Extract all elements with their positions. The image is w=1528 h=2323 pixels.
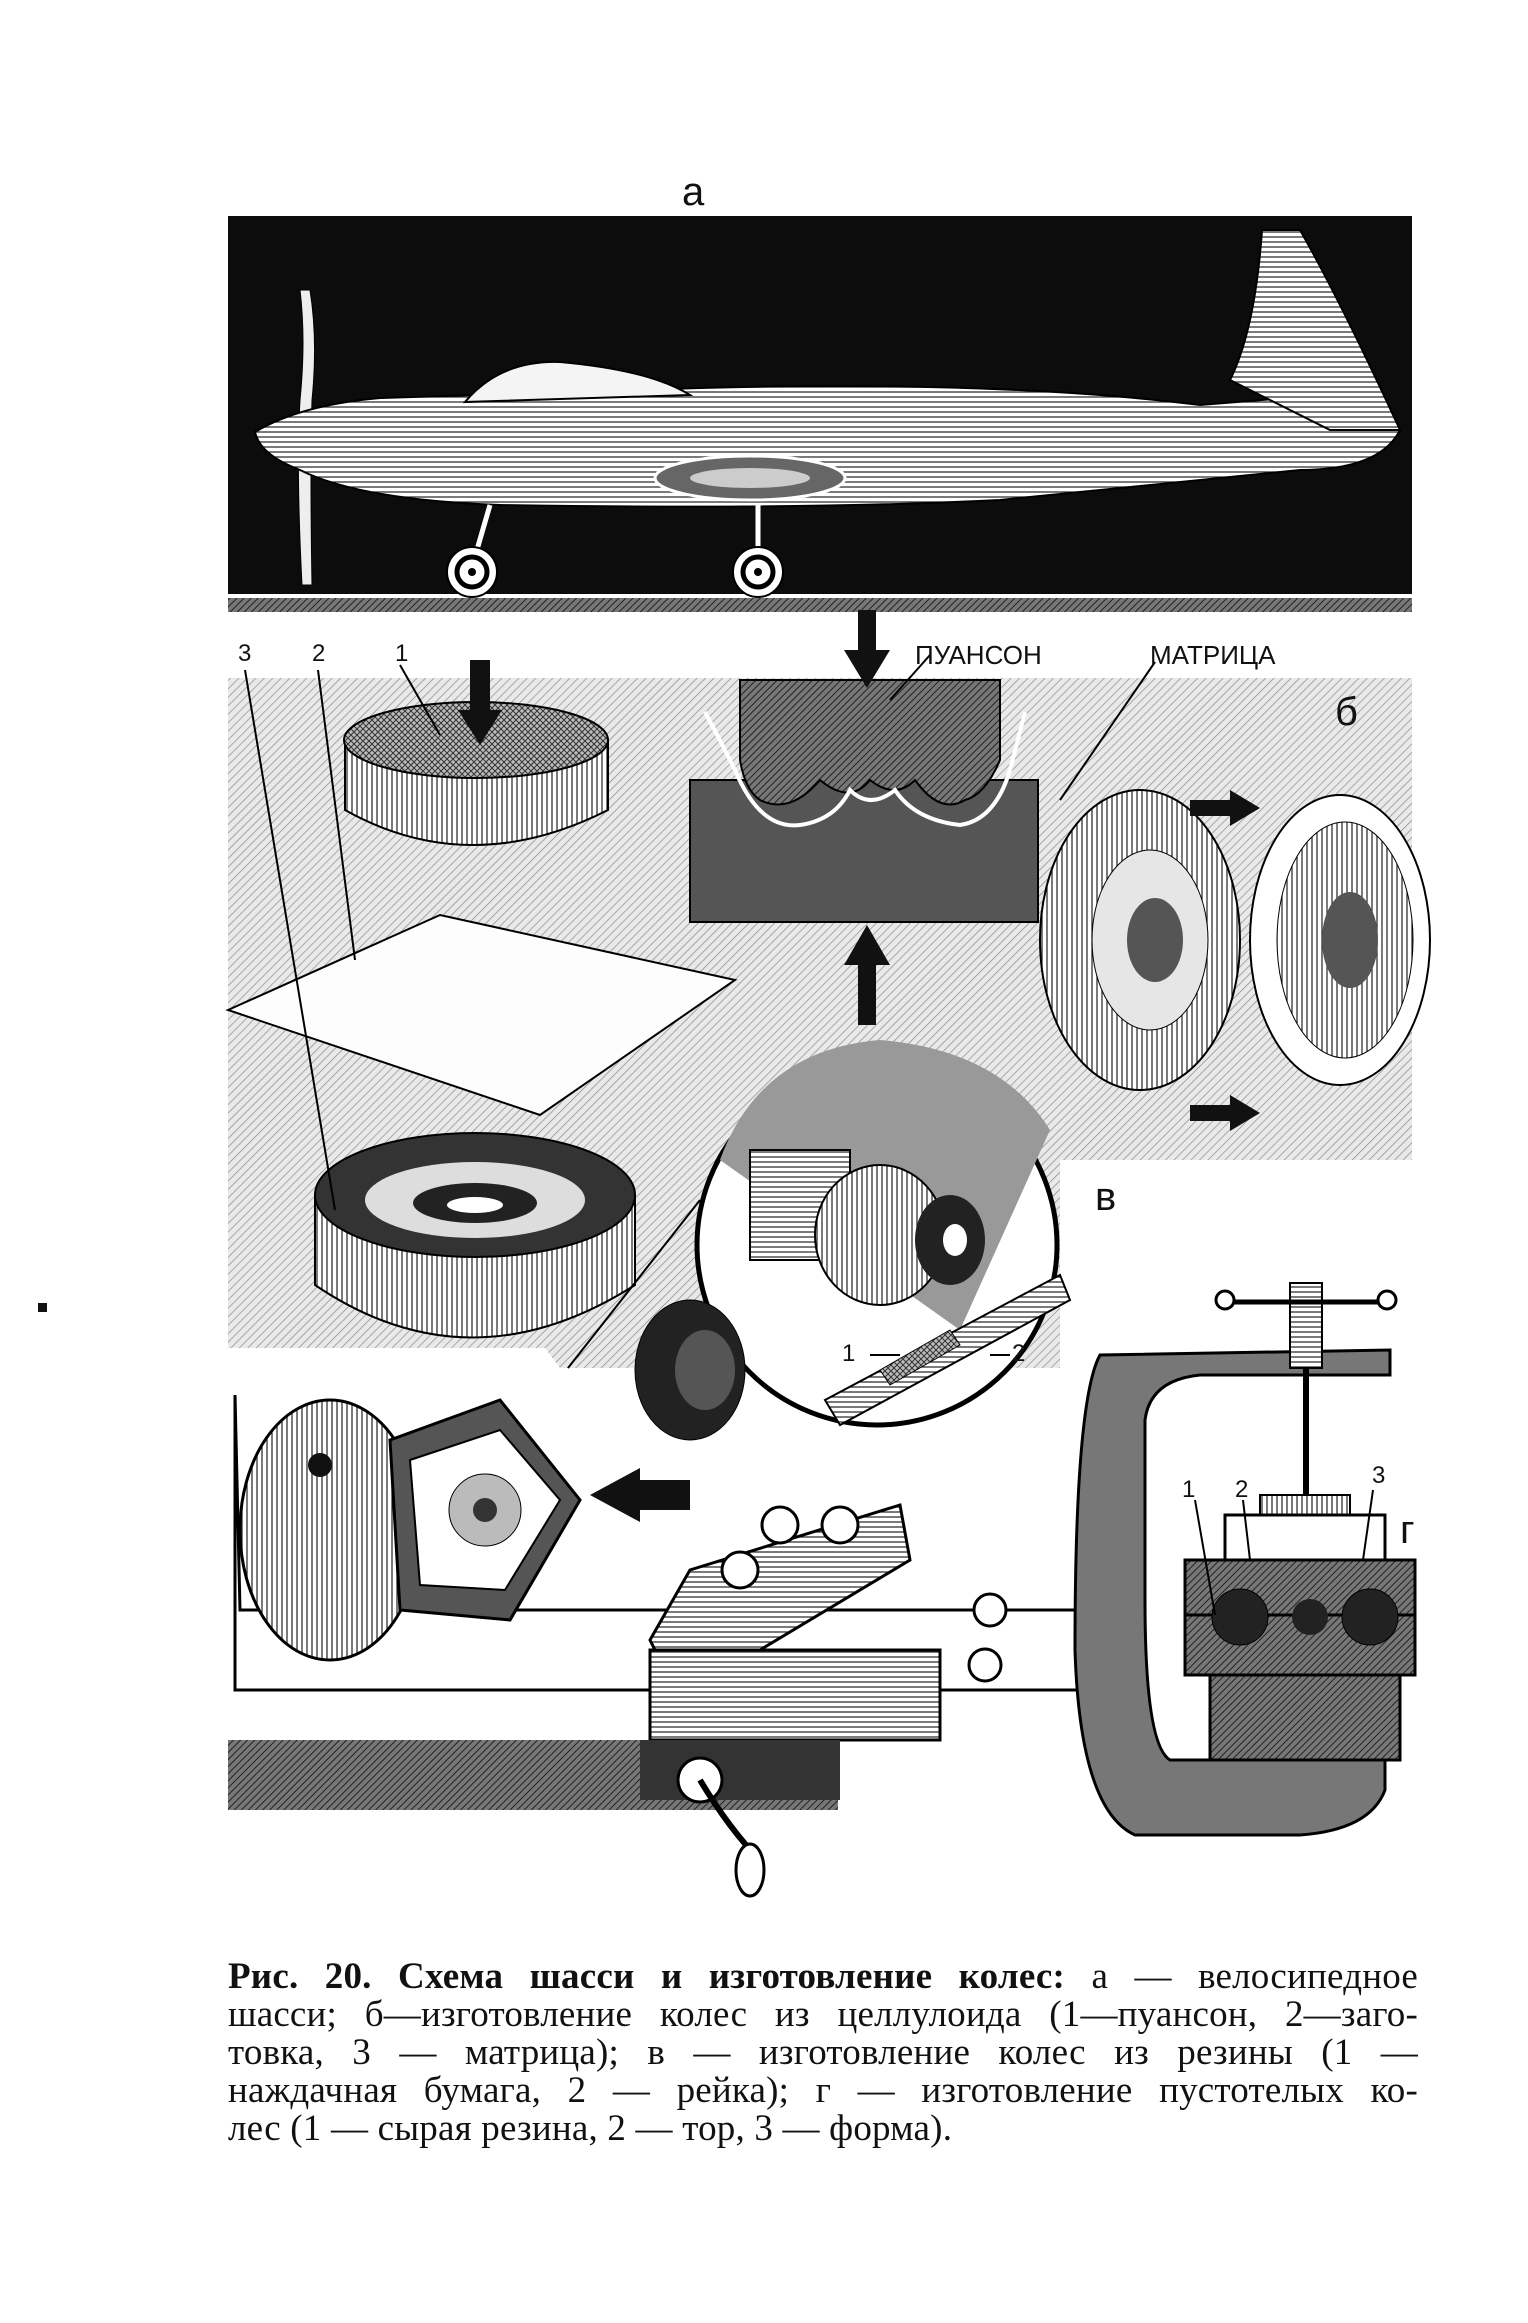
rear-wheel — [732, 546, 784, 598]
panel-g-letter: г — [1400, 1508, 1415, 1552]
caption-line-2: шасси; б—изготовление колес из целлулоид… — [228, 1994, 1418, 2035]
panel-a-letter: а — [682, 170, 705, 214]
panel-v-letter: в — [1095, 1175, 1117, 1219]
front-wheel — [446, 546, 498, 598]
g-label-1: 1 — [1182, 1476, 1196, 1503]
figure-illustration — [225, 216, 1431, 1898]
g-label-2: 2 — [1235, 1476, 1249, 1503]
margin-dot — [38, 1303, 47, 1312]
fuselage-shape — [253, 385, 1402, 508]
b-label-2: 2 — [312, 640, 326, 667]
punch-cylinder — [343, 701, 609, 846]
die-label: МАТРИЦА — [1150, 640, 1276, 670]
panel-a-airplane — [228, 216, 1412, 612]
finished-wheel-right — [1249, 794, 1431, 1086]
caption-line-5: лес (1 — сырая резина, 2 — тор, 3 — форм… — [228, 2108, 953, 2149]
caption-line1-tail: а — велосипедное — [1091, 1956, 1418, 1997]
punch-label: ПУАНСОН — [915, 640, 1042, 670]
v-label-1: 1 — [842, 1340, 856, 1367]
figure-caption: Рис. 20. Схема шасси и изготовление коле… — [228, 1958, 1418, 2148]
die-ring — [314, 1132, 636, 1339]
panel-b-letter: б — [1335, 690, 1358, 734]
caption-line-4: наждачная бумага, 2 — рейка); г — изгото… — [228, 2070, 1418, 2111]
v-label-2: 2 — [1012, 1340, 1026, 1367]
panel-g-hollow — [1073, 1282, 1417, 1837]
caption-head: Рис. 20. Схема шасси и изготовление коле… — [228, 1956, 1066, 1997]
punch-die-block — [689, 679, 1039, 923]
g-label-3: 3 — [1372, 1462, 1386, 1489]
b-label-3: 3 — [238, 640, 252, 667]
celluloid-sheet — [225, 913, 738, 1117]
caption-line-3: товка, 3 — матрица); в — изготовление ко… — [228, 2032, 1418, 2073]
lathe-assembly — [228, 1370, 1082, 1898]
panel-v-rubber — [567, 1040, 1072, 1441]
clamp-frame — [1073, 1348, 1392, 1837]
panel-b-celluloid — [225, 610, 1431, 1368]
b-label-1: 1 — [395, 640, 409, 667]
finished-wheel-left — [1039, 789, 1241, 1091]
